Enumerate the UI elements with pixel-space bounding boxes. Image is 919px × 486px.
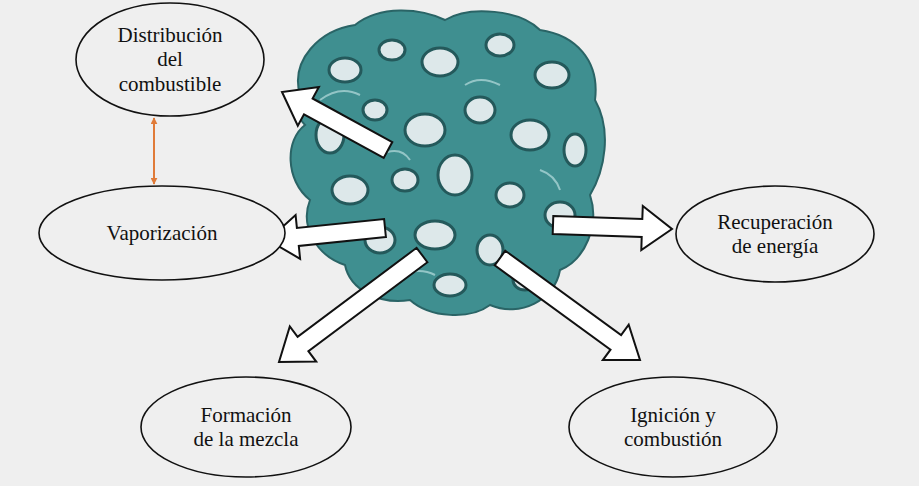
hollow-arrow [495, 251, 640, 360]
ellipse-border [76, 3, 264, 116]
ellipse-node: Formación de la mezcla [140, 376, 352, 478]
ellipse-border [39, 186, 285, 280]
ellipse-node: Ignición y combustión [568, 376, 778, 478]
node-label: Recuperación de energía [713, 210, 838, 258]
hollow-arrow [279, 248, 427, 362]
node-label: Formación de la mezcla [191, 403, 301, 451]
node-label: Ignición y combustión [623, 403, 723, 451]
double-arrow [153, 118, 155, 184]
ellipse-node: Distribución del combustible [75, 2, 265, 117]
porous-foam [291, 10, 605, 315]
hollow-arrows [268, 87, 672, 362]
node-label: Distribución del combustible [113, 23, 228, 95]
ellipse-border [676, 186, 874, 282]
ellipse-border [141, 377, 351, 477]
ellipse-node: Vaporización [38, 185, 286, 281]
ellipse-border [569, 377, 777, 477]
hollow-arrow [553, 206, 672, 250]
hollow-arrow [268, 215, 386, 259]
node-label: Vaporización [82, 221, 242, 245]
ellipse-node: Recuperación de energía [675, 185, 875, 283]
hollow-arrow [282, 87, 392, 158]
